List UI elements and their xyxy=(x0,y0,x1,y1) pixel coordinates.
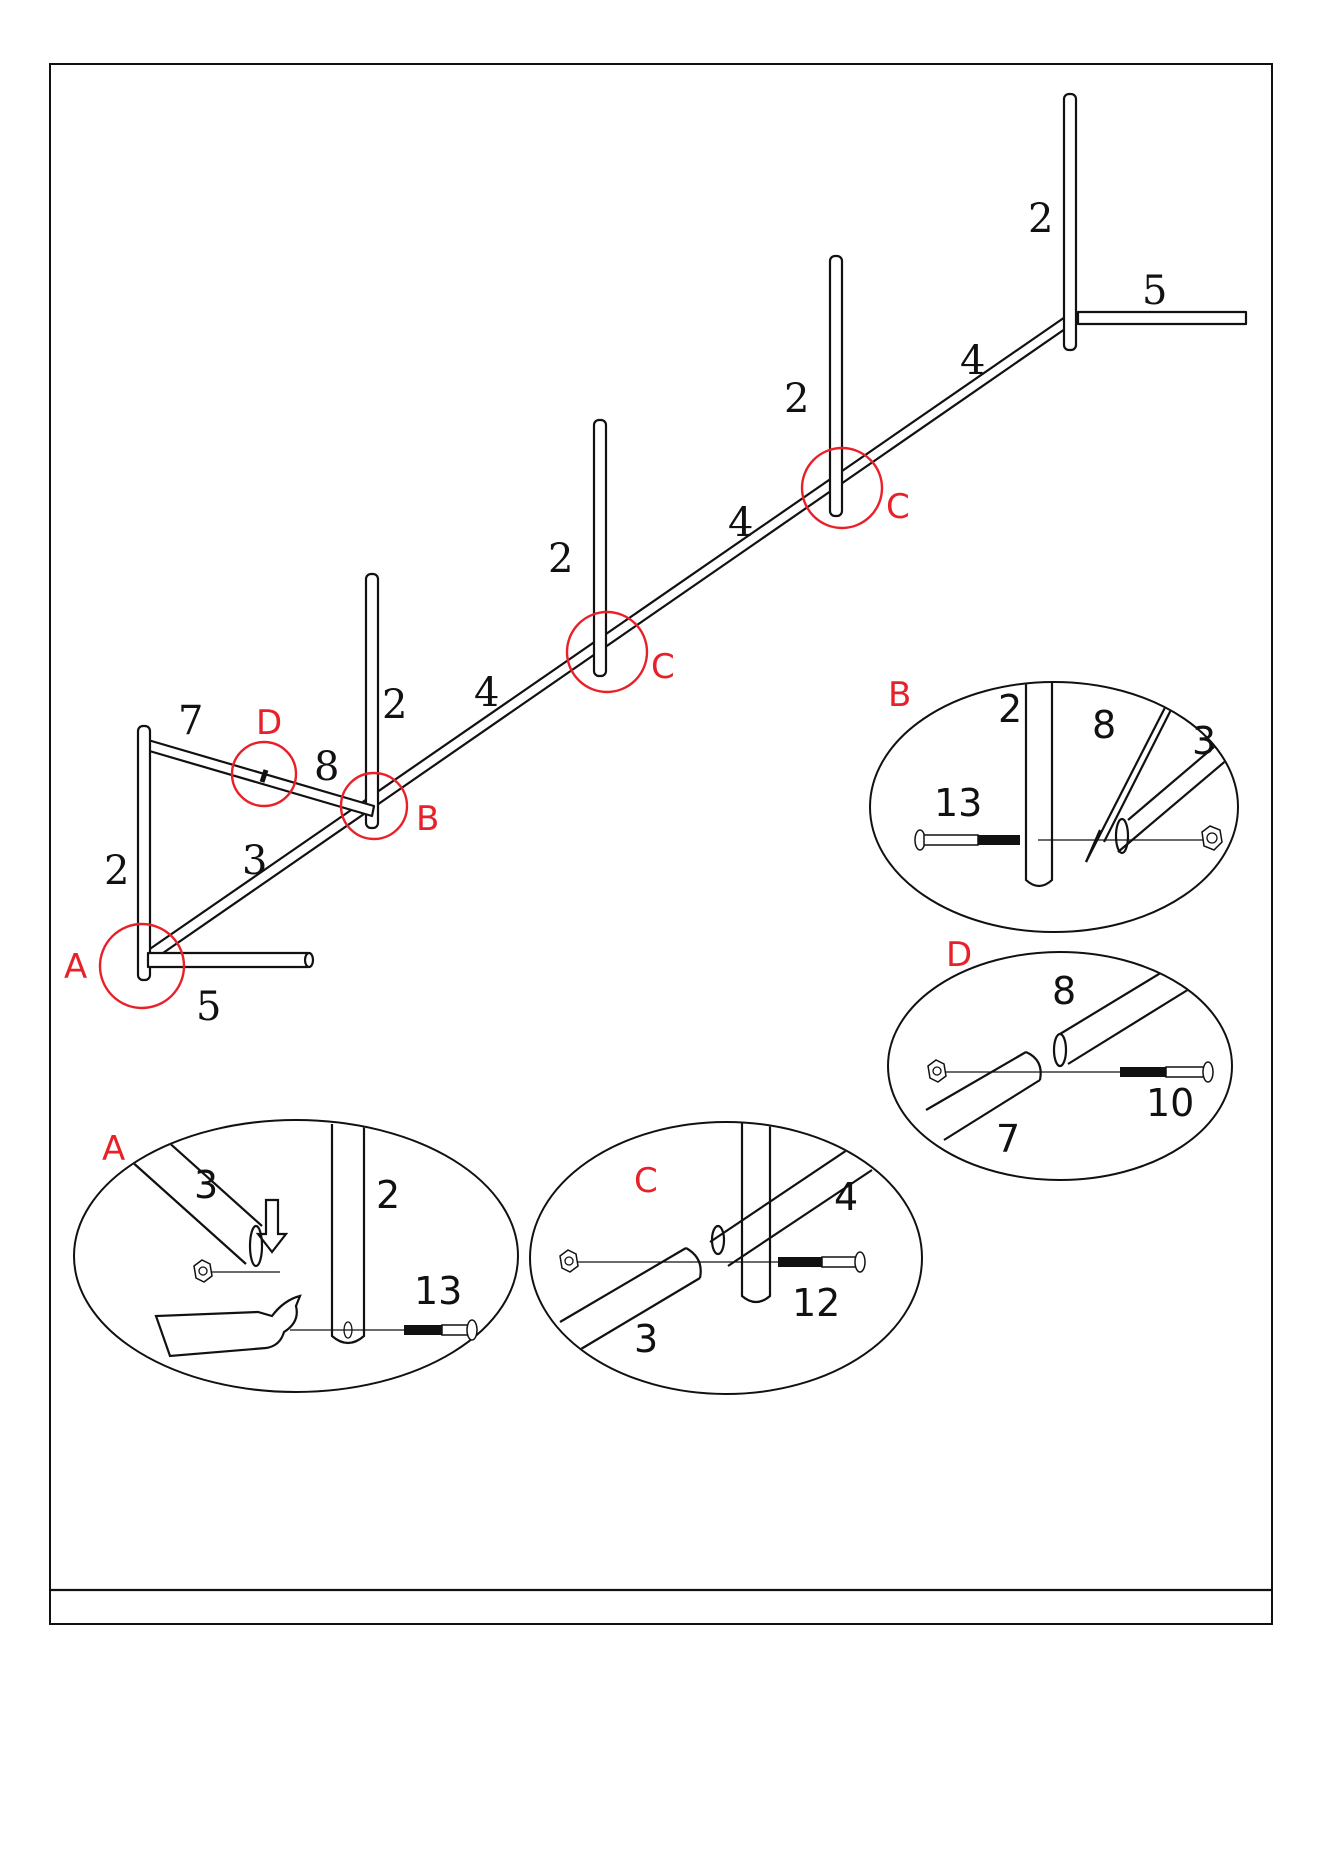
marker-label-b: B xyxy=(416,799,439,839)
detail-b-outline xyxy=(870,682,1238,932)
part-label-rail-upper: 4 xyxy=(960,338,985,384)
part-label-rail-mid: 4 xyxy=(728,500,753,546)
detail-d: D 8 7 10 xyxy=(888,935,1232,1180)
detail-a-foot-bracket xyxy=(156,1296,300,1356)
detail-b-label-brace: 8 xyxy=(1092,703,1116,747)
detail-b-bolt xyxy=(915,830,1020,850)
part-label-leg-front: 2 xyxy=(104,848,129,894)
detail-d-brace8-edge-2 xyxy=(1068,986,1194,1064)
detail-b-title: B xyxy=(888,675,911,715)
part-label-leg-far: 2 xyxy=(1028,196,1053,242)
detail-b-brace-cut xyxy=(1086,830,1100,862)
marker-label-c1: C xyxy=(651,647,675,687)
detail-d-label-bolt: 10 xyxy=(1146,1081,1194,1125)
detail-d-bolt xyxy=(1120,1062,1213,1082)
part-label-rail-lower: 4 xyxy=(474,670,499,716)
leg-far xyxy=(1064,94,1076,350)
detail-d-brace7-end xyxy=(1026,1052,1041,1080)
detail-a-bolt xyxy=(404,1320,477,1340)
detail-c-label-bolt: 12 xyxy=(792,1281,840,1325)
marker-label-c2: C xyxy=(886,487,910,527)
detail-c-label-rail4: 4 xyxy=(834,1175,858,1219)
detail-a-label-leg: 2 xyxy=(376,1173,400,1217)
detail-c-nut xyxy=(560,1250,578,1272)
leg-front xyxy=(138,726,150,980)
detail-d-brace7-edge-1 xyxy=(926,1052,1026,1110)
detail-a-rail-edge-1 xyxy=(130,1160,246,1264)
part-label-foot-front: 5 xyxy=(196,984,221,1030)
part-label-leg-4: 2 xyxy=(784,376,809,422)
marker-label-a: A xyxy=(64,947,87,987)
detail-b-nut xyxy=(1202,826,1222,850)
diagonal-rail xyxy=(144,315,1078,962)
leg-2 xyxy=(366,574,378,828)
part-label-rail-3: 3 xyxy=(242,838,267,884)
detail-a-outline xyxy=(74,1120,518,1392)
detail-d-label-brace7: 7 xyxy=(996,1117,1020,1161)
detail-c-rail3-edge-1 xyxy=(560,1248,686,1322)
detail-d-brace8-edge-1 xyxy=(1060,960,1182,1034)
part-label-brace-7: 7 xyxy=(178,698,203,744)
detail-d-brace8-end xyxy=(1054,1034,1066,1066)
detail-b-rail-edge-1 xyxy=(1118,742,1248,852)
detail-c: C 4 3 12 xyxy=(530,1118,922,1394)
detail-c-rail3-end xyxy=(686,1248,701,1278)
detail-c-label-rail3: 3 xyxy=(634,1317,658,1361)
detail-d-brace7-edge-2 xyxy=(944,1080,1040,1140)
part-label-foot-far: 5 xyxy=(1142,268,1167,314)
marker-label-d: D xyxy=(256,703,282,743)
foot-front xyxy=(148,953,308,967)
detail-a-leg xyxy=(332,1124,364,1343)
detail-b-label-leg: 2 xyxy=(998,687,1022,731)
detail-b-label-rail: 3 xyxy=(1192,719,1216,763)
page-frame xyxy=(50,64,1272,1624)
detail-a-label-rail: 3 xyxy=(194,1163,218,1207)
detail-b-leg xyxy=(1026,666,1052,886)
detail-d-title: D xyxy=(946,935,972,975)
detail-a-rail-end xyxy=(250,1226,262,1266)
detail-d-label-brace8: 8 xyxy=(1052,969,1076,1013)
detail-c-bolt xyxy=(778,1252,865,1272)
part-label-leg-3: 2 xyxy=(548,536,573,582)
part-label-leg-2: 2 xyxy=(382,682,407,728)
leg-4 xyxy=(830,256,842,516)
detail-c-title: C xyxy=(634,1161,658,1201)
detail-a-label-bolt: 13 xyxy=(414,1269,462,1313)
foot-front-end xyxy=(305,953,313,967)
part-label-brace-8: 8 xyxy=(314,744,339,790)
detail-d-nut xyxy=(928,1060,946,1082)
detail-a: A 3 2 13 xyxy=(74,1120,518,1392)
detail-b-label-bolt: 13 xyxy=(934,781,982,825)
detail-a-title: A xyxy=(102,1129,125,1169)
leg-3 xyxy=(594,420,606,676)
detail-b: B 2 8 3 13 xyxy=(870,666,1248,932)
detail-a-nut xyxy=(194,1260,212,1282)
main-assembly: A B C C D 2 5 4 2 4 2 2 4 7 8 2 3 5 xyxy=(64,94,1246,1030)
